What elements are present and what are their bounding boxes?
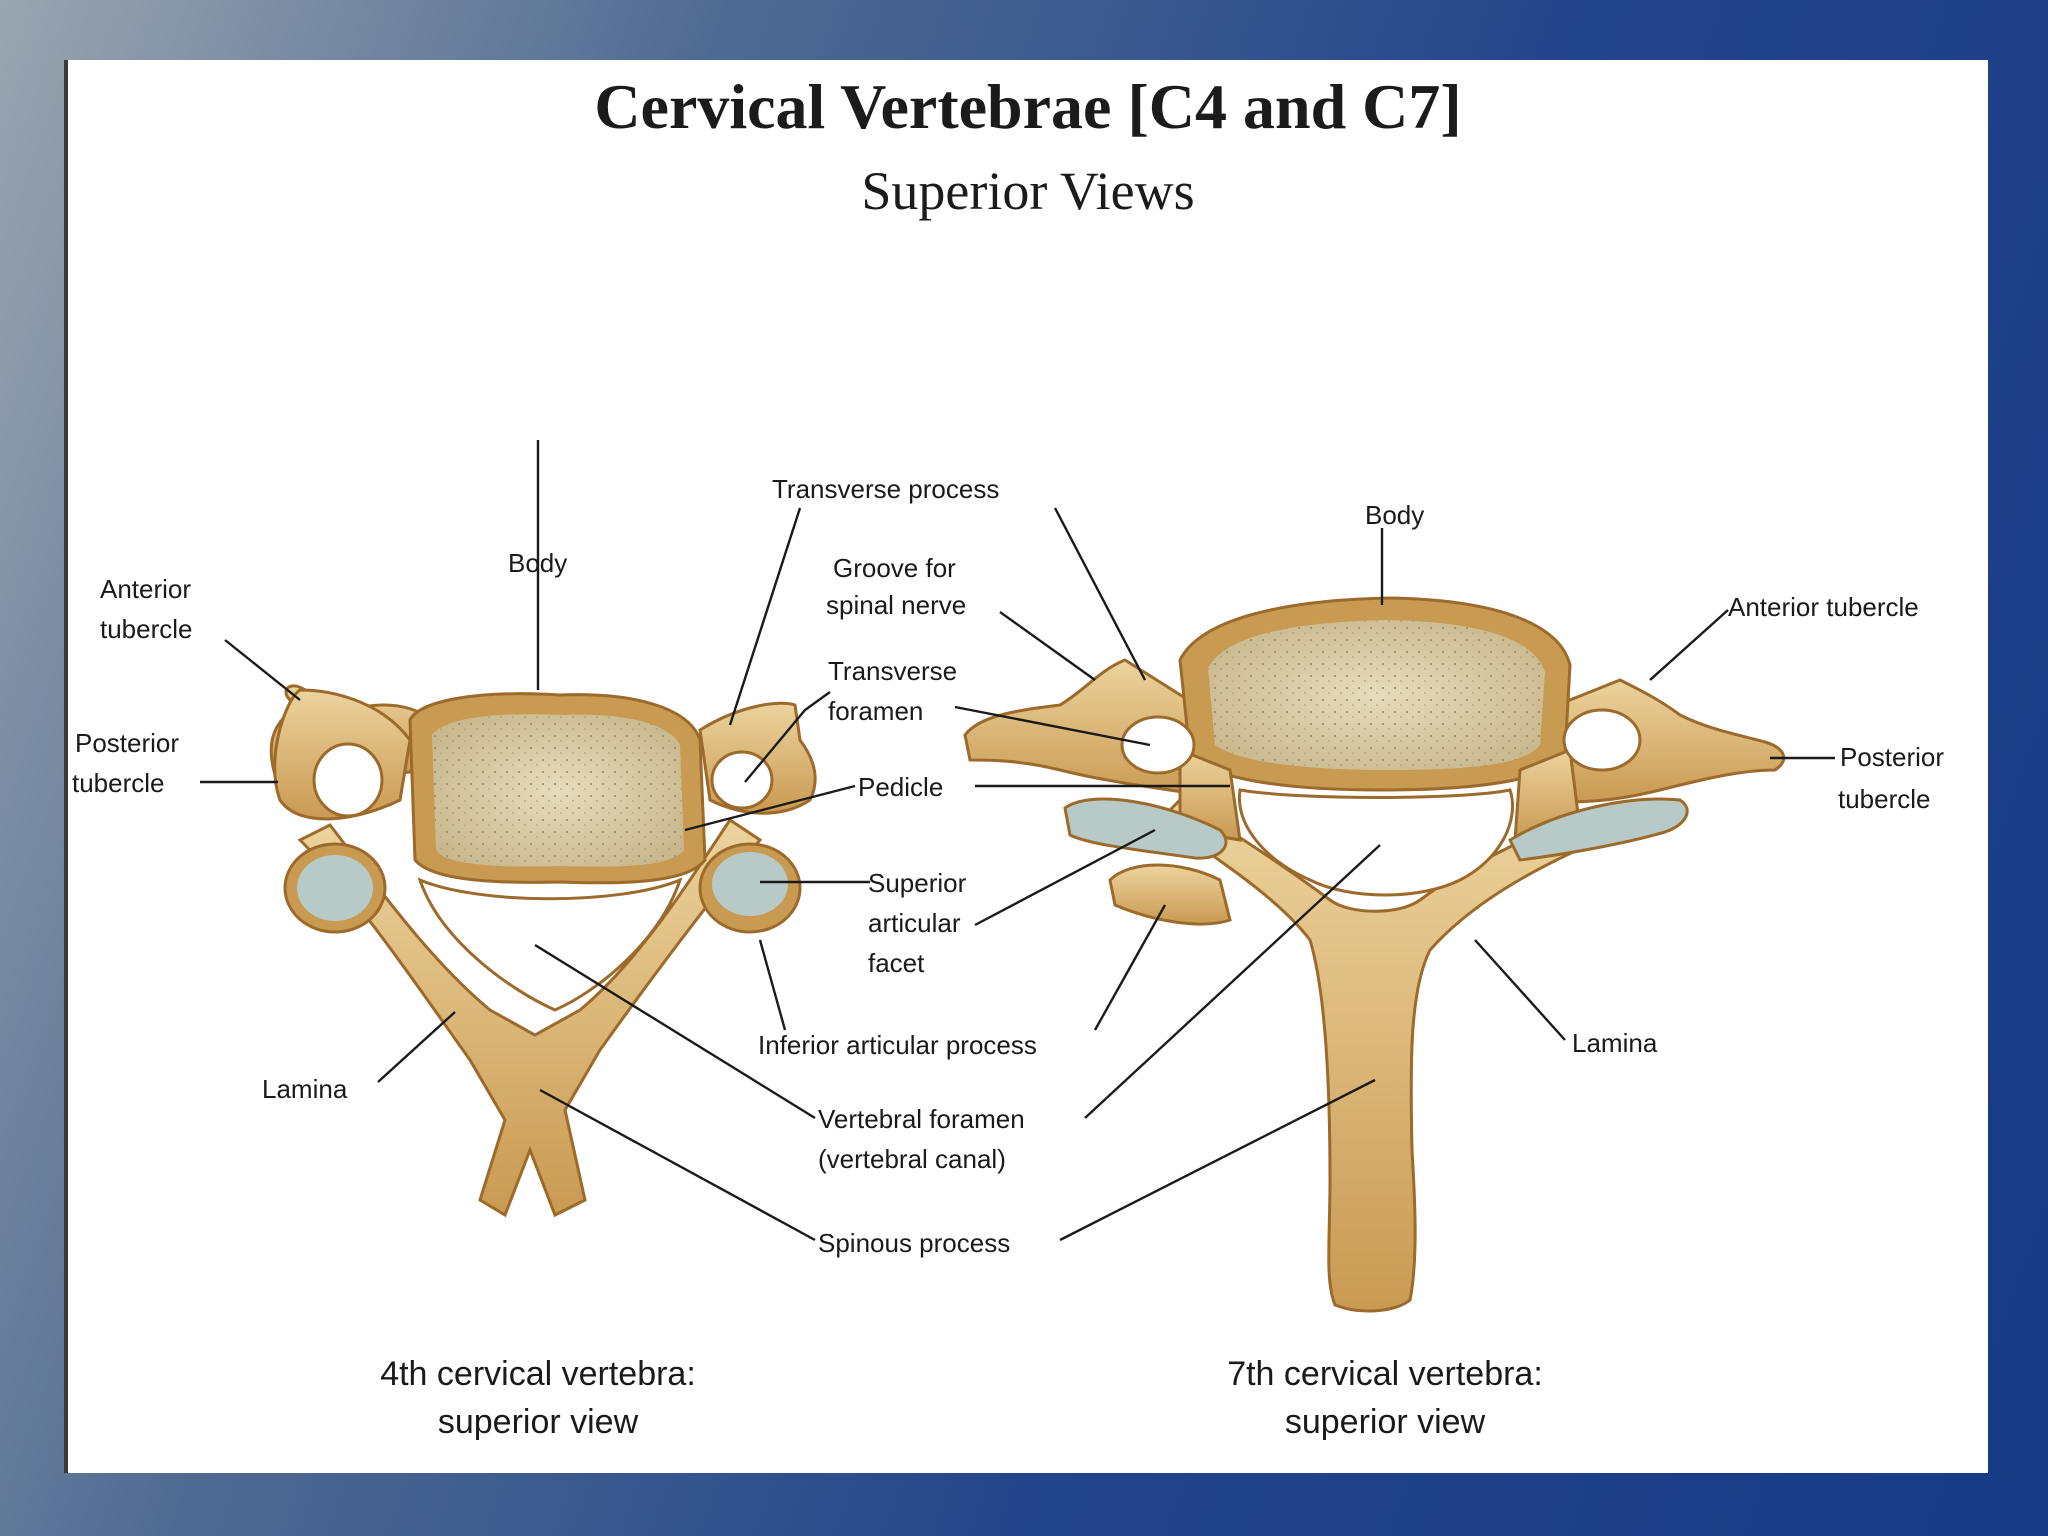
- label-c7-anterior-tubercle: Anterior tubercle: [1728, 592, 1919, 622]
- c7-left-inferior-articular-process: [1108, 863, 1232, 926]
- c7-lamina-and-spinous: [1157, 798, 1602, 1313]
- c7-vertebral-foramen: [1237, 788, 1515, 897]
- c7-right-transverse-process: [1518, 678, 1786, 804]
- slide-title: Cervical Vertebrae [C4 and C7]: [594, 71, 1462, 142]
- leader-lines: [200, 440, 1835, 1242]
- label-superior-articular-1: Superior: [868, 868, 967, 898]
- caption-c7-line2: superior view: [1285, 1403, 1486, 1441]
- label-c7-posterior-tubercle-1: Posterior: [1840, 742, 1944, 772]
- label-c7-body: Body: [1365, 500, 1424, 530]
- caption-c4-line2: superior view: [438, 1403, 639, 1441]
- c7-left-transverse-foramen: [1120, 715, 1196, 775]
- captions: 4th cervical vertebra: superior view 7th…: [380, 1355, 1543, 1441]
- label-c7-lamina: Lamina: [1572, 1028, 1658, 1058]
- c4-vertebral-foramen: [417, 877, 683, 1012]
- c4-left-transverse-foramen: [312, 742, 384, 818]
- c7-right-transverse-foramen: [1562, 708, 1642, 772]
- label-transverse-process: Transverse process: [772, 474, 999, 504]
- label-c4-lamina: Lamina: [262, 1074, 348, 1104]
- c7-left-superior-articular-facet: [1063, 797, 1228, 860]
- label-transverse-foramen-1: Transverse: [828, 656, 957, 686]
- slide-subtitle: Superior Views: [861, 161, 1195, 221]
- label-transverse-foramen-2: foramen: [828, 696, 923, 726]
- label-c4-anterior-tubercle-2: tubercle: [100, 614, 193, 644]
- label-c4-posterior-tubercle-2: tubercle: [72, 768, 165, 798]
- label-superior-articular-2: articular: [868, 908, 961, 938]
- c7-vertebra: [963, 596, 1786, 1313]
- label-pedicle: Pedicle: [858, 772, 943, 802]
- label-c4-body: Body: [508, 548, 567, 578]
- caption-c7-line1: 7th cervical vertebra:: [1227, 1355, 1543, 1393]
- label-c7-posterior-tubercle-2: tubercle: [1838, 784, 1931, 814]
- label-groove-2: spinal nerve: [826, 590, 966, 620]
- label-c4-anterior-tubercle-1: Anterior: [100, 574, 191, 604]
- c7-body-texture: [1208, 620, 1545, 770]
- label-vertebral-foramen-1: Vertebral foramen: [818, 1104, 1025, 1134]
- caption-c4-line1: 4th cervical vertebra:: [380, 1355, 696, 1393]
- c4-body-texture: [432, 714, 684, 867]
- c4-left-facet-surface: [297, 855, 373, 921]
- label-inferior-articular-process: Inferior articular process: [758, 1030, 1037, 1060]
- structure-labels: Body Anterior tubercle Posterior tubercl…: [72, 474, 1944, 1258]
- c7-right-superior-articular-facet: [1508, 797, 1689, 862]
- label-groove-1: Groove for: [833, 553, 956, 583]
- label-spinous-process: Spinous process: [818, 1228, 1010, 1258]
- c4-right-facet-surface: [712, 852, 788, 916]
- label-vertebral-foramen-2: (vertebral canal): [818, 1144, 1006, 1174]
- label-c4-posterior-tubercle-1: Posterior: [75, 728, 179, 758]
- label-superior-articular-3: facet: [868, 948, 925, 978]
